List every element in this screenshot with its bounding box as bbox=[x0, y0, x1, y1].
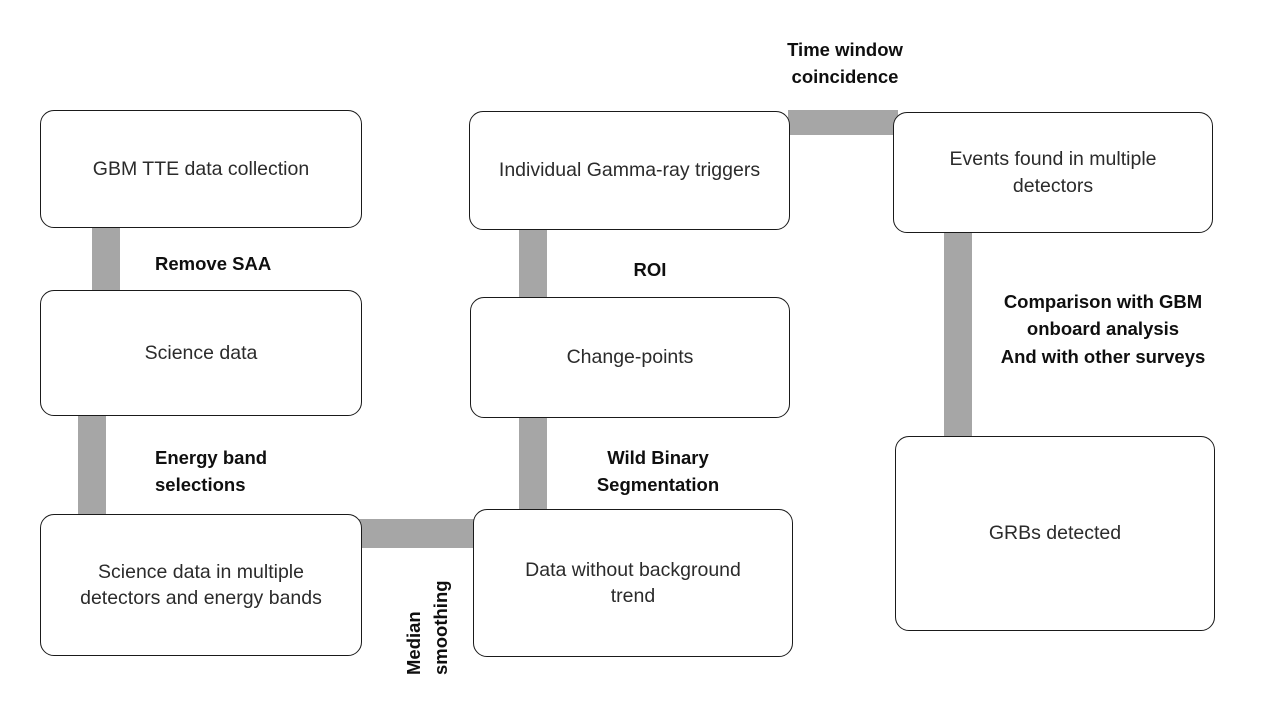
connector-triggers-to-changepoints bbox=[519, 226, 547, 304]
edge-label-median-smoothing: Median smoothing bbox=[403, 580, 452, 675]
node-data-without-background-trend[interactable]: Data without background trend bbox=[473, 509, 793, 657]
node-science-data-multiple[interactable]: Science data in multiple detectors and e… bbox=[40, 514, 362, 656]
node-gbm-tte-data-collection[interactable]: GBM TTE data collection bbox=[40, 110, 362, 228]
node-individual-gamma-ray-triggers[interactable]: Individual Gamma-ray triggers bbox=[469, 111, 790, 230]
node-label: Science data in multiple detectors and e… bbox=[80, 560, 322, 609]
connector-changepoints-to-data-without-trend bbox=[519, 412, 547, 520]
connector-science-data-to-multiple bbox=[78, 410, 106, 520]
edge-label-wild-binary-segmentation: Wild Binary Segmentation bbox=[596, 447, 720, 496]
node-events-found-multiple-detectors[interactable]: Events found in multiple detectors bbox=[893, 112, 1213, 233]
connector-gbm-to-science-data bbox=[92, 222, 120, 298]
connector-multiple-to-data-without-trend bbox=[356, 519, 478, 548]
node-label: Science data bbox=[144, 341, 258, 364]
connector-events-found-to-grbs bbox=[944, 228, 972, 440]
node-change-points[interactable]: Change-points bbox=[470, 297, 790, 418]
node-label: Change-points bbox=[566, 346, 694, 369]
node-label: GBM TTE data collection bbox=[92, 157, 310, 180]
edge-label-time-window-coincidence: Time window coincidence bbox=[787, 39, 903, 88]
node-label: GRBs detected bbox=[988, 522, 1122, 545]
node-label: Individual Gamma-ray triggers bbox=[498, 159, 761, 182]
connector-triggers-to-events-found bbox=[788, 110, 898, 135]
node-grbs-detected[interactable]: GRBs detected bbox=[895, 436, 1215, 631]
node-label: Data without background trend bbox=[525, 558, 741, 607]
edge-label-remove-saa: Remove SAA bbox=[155, 253, 272, 274]
edge-label-energy-band-selections: Energy band selections bbox=[155, 447, 268, 496]
node-science-data[interactable]: Science data bbox=[40, 290, 362, 416]
edge-label-comparison-gbm: Comparison with GBM onboard analysis And… bbox=[1000, 291, 1206, 367]
edge-label-roi: ROI bbox=[633, 259, 667, 280]
node-label: Events found in multiple detectors bbox=[949, 148, 1157, 197]
